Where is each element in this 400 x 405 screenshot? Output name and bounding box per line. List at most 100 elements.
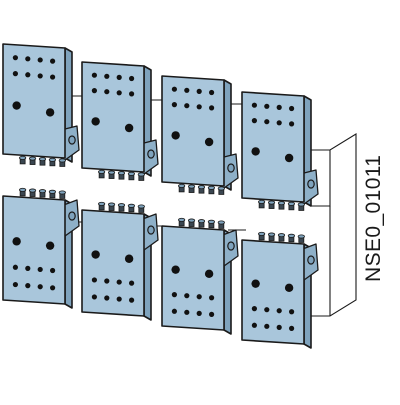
plate-face [161, 75, 225, 187]
small-hole [129, 280, 135, 286]
small-hole [25, 56, 31, 62]
small-hole [196, 104, 202, 110]
bolt-washer [197, 219, 206, 224]
small-hole [104, 73, 110, 79]
small-hole [171, 86, 177, 92]
bolt-washer [207, 185, 215, 190]
bolt-hole [204, 269, 214, 279]
bottom-terminal-plate [241, 231, 319, 349]
small-hole [276, 324, 282, 330]
bolt-washer [187, 218, 196, 223]
bottom-terminal-plate [81, 201, 159, 321]
small-hole [196, 294, 202, 300]
small-hole [196, 310, 202, 316]
bolt-hole [171, 265, 180, 274]
bolt-washer [178, 183, 186, 188]
small-hole [171, 102, 177, 108]
small-hole [50, 285, 56, 291]
small-hole [171, 292, 177, 298]
bolt-washer [197, 185, 206, 190]
small-hole [184, 309, 190, 315]
bracket-hole [147, 149, 155, 159]
small-hole [91, 294, 97, 300]
bolt-washer [107, 170, 116, 175]
small-hole [171, 308, 177, 314]
bolt-washer [127, 203, 135, 208]
bolt-washer [267, 200, 276, 205]
bolt-washer [127, 171, 135, 176]
small-hole [104, 295, 110, 301]
bolt-washer [217, 186, 225, 191]
bracket-hole [307, 255, 315, 265]
bolt-washer [207, 219, 215, 224]
bolt-washer [38, 157, 47, 162]
bolt-washer [287, 233, 295, 238]
bolt-washer [107, 202, 116, 207]
top-terminal-plate [81, 61, 159, 181]
bolt-washer [98, 201, 106, 206]
bolt-washer [117, 171, 126, 176]
top-terminal-plate [2, 43, 80, 167]
small-hole [12, 264, 18, 270]
small-hole [25, 265, 31, 271]
bolt-hole [171, 131, 180, 140]
small-hole [289, 121, 295, 127]
small-hole [264, 103, 270, 109]
top-terminal-plate [241, 91, 319, 211]
small-hole [91, 277, 97, 283]
plate-face [161, 225, 225, 331]
small-hole [25, 72, 31, 78]
bolt-washer [277, 201, 286, 206]
small-hole [264, 119, 270, 125]
bolt-hole [91, 250, 100, 259]
bolt-washer [297, 234, 305, 239]
bracket-hole [68, 211, 76, 221]
bolt-washer [98, 169, 106, 174]
plate-face [2, 43, 66, 159]
bolt-hole [45, 108, 55, 117]
small-hole [116, 296, 122, 302]
bolt-washer [28, 156, 37, 161]
bolt-washer [19, 155, 27, 160]
small-hole [50, 267, 56, 274]
small-hole [12, 71, 18, 77]
small-hole [276, 120, 282, 126]
small-hole [264, 323, 270, 329]
small-hole [12, 55, 18, 61]
small-hole [104, 89, 110, 95]
small-hole [129, 75, 135, 82]
bolt-washer [267, 232, 276, 237]
bolt-washer [58, 190, 66, 195]
drawing-code-label: NSE0_01011 [362, 154, 385, 282]
bolt-washer [58, 158, 66, 163]
bolt-hole [12, 101, 21, 110]
bracket-hole [307, 179, 315, 189]
bracket-hole [227, 241, 235, 251]
small-hole [25, 283, 31, 289]
small-hole [12, 281, 18, 288]
small-hole [129, 91, 135, 97]
bolt-hole [284, 153, 294, 163]
bolt-hole [251, 279, 260, 288]
small-hole [37, 73, 43, 79]
plate-face [2, 195, 66, 305]
small-hole [196, 88, 202, 94]
small-hole [37, 284, 43, 290]
plate-face [241, 91, 305, 203]
bracket-hole [147, 225, 155, 235]
bolt-washer [48, 157, 57, 162]
small-hole [264, 307, 270, 313]
small-hole [209, 89, 215, 96]
bolt-hole [124, 123, 134, 133]
small-hole [37, 57, 43, 63]
small-hole [276, 104, 282, 110]
small-hole [184, 103, 190, 109]
bolt-washer [287, 201, 295, 206]
small-hole [129, 297, 135, 303]
bolt-washer [277, 233, 286, 238]
bolt-washer [137, 204, 145, 209]
bolt-washer [187, 184, 196, 189]
small-hole [276, 308, 282, 314]
